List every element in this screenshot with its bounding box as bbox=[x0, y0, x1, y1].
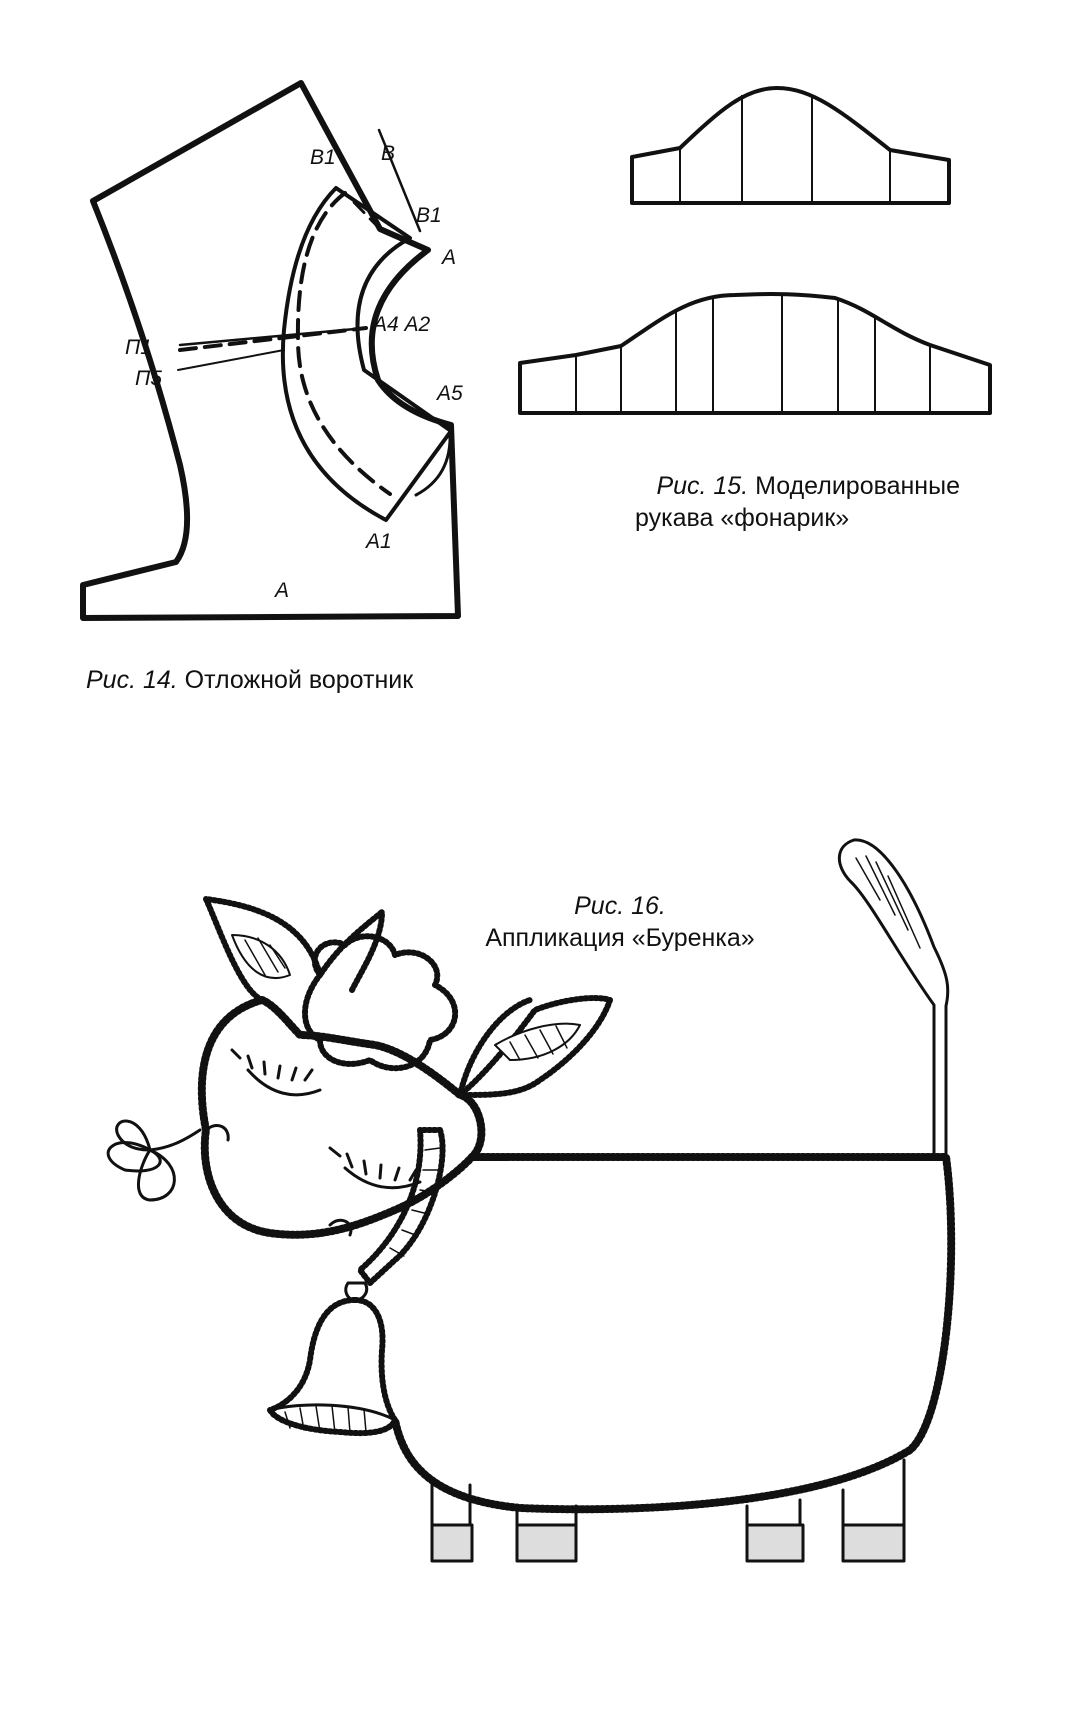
fig14-caption: Рис. 14. Отложной воротник bbox=[86, 664, 413, 696]
label-p1: П1 bbox=[125, 336, 152, 359]
cow-head bbox=[197, 996, 486, 1239]
cow-flower bbox=[106, 1119, 202, 1202]
fig14-caption-num: Рис. 14. bbox=[86, 666, 178, 694]
fig15-caption: Рис. 15. Моделированные рукава «фонарик» bbox=[580, 470, 960, 534]
cow-legs bbox=[430, 1458, 906, 1563]
collar-inner-dash bbox=[343, 191, 382, 231]
fig14-labels: В1' В В1 А А4 А2 П1 П5 А5 А1 А bbox=[125, 142, 463, 602]
fig15-caption-line2: рукава «фонарик» bbox=[635, 504, 850, 532]
label-a4-a2: А4 А2 bbox=[371, 313, 431, 336]
cow-forelock bbox=[302, 933, 458, 1072]
fig14-collar-diagram bbox=[80, 80, 461, 621]
label-a-bottom: А bbox=[273, 579, 289, 602]
bodice-outline bbox=[80, 80, 461, 621]
cow-tail bbox=[837, 838, 950, 1159]
fig15-caption-line1: Моделированные bbox=[748, 472, 960, 500]
fig16-caption-num-wrap: Рис. 16. bbox=[460, 890, 780, 922]
fig14-caption-text: Отложной воротник bbox=[177, 666, 414, 694]
label-b1: В1 bbox=[416, 204, 442, 227]
cow-body bbox=[391, 1153, 956, 1514]
cow-mouth bbox=[204, 1124, 353, 1237]
cow-bell bbox=[267, 1281, 398, 1437]
fig15-sleeve-large bbox=[518, 292, 992, 415]
label-a-top: А bbox=[440, 246, 456, 269]
label-b: В bbox=[381, 142, 395, 165]
cow-eyes bbox=[230, 1048, 422, 1190]
shoulder-line bbox=[377, 128, 422, 233]
fig16-cow-applique bbox=[106, 838, 956, 1563]
fig15-caption-num: Рис. 15. bbox=[656, 472, 749, 500]
label-a1: А1 bbox=[364, 530, 392, 553]
p1-a4-dashed bbox=[178, 326, 368, 352]
fig15-sleeve-small bbox=[630, 86, 951, 205]
cow-neck-band bbox=[357, 1127, 446, 1286]
fig15-caption-line1-wrap: Рис. 15. Моделированные bbox=[580, 470, 960, 502]
collar-dashed-line bbox=[295, 191, 392, 496]
label-a5: А5 bbox=[435, 382, 463, 405]
label-p5: П5 bbox=[135, 367, 162, 390]
fig16-caption: Рис. 16. Аппликация «Буренка» bbox=[460, 890, 780, 954]
fig16-caption-text: Аппликация «Буренка» bbox=[485, 924, 755, 952]
label-b1-prime: В1' bbox=[310, 146, 341, 169]
collar-outline bbox=[280, 186, 453, 522]
fig16-caption-num: Рис. 16. bbox=[574, 892, 666, 920]
collar-corner-curve bbox=[414, 430, 452, 497]
p5-line bbox=[177, 349, 285, 371]
